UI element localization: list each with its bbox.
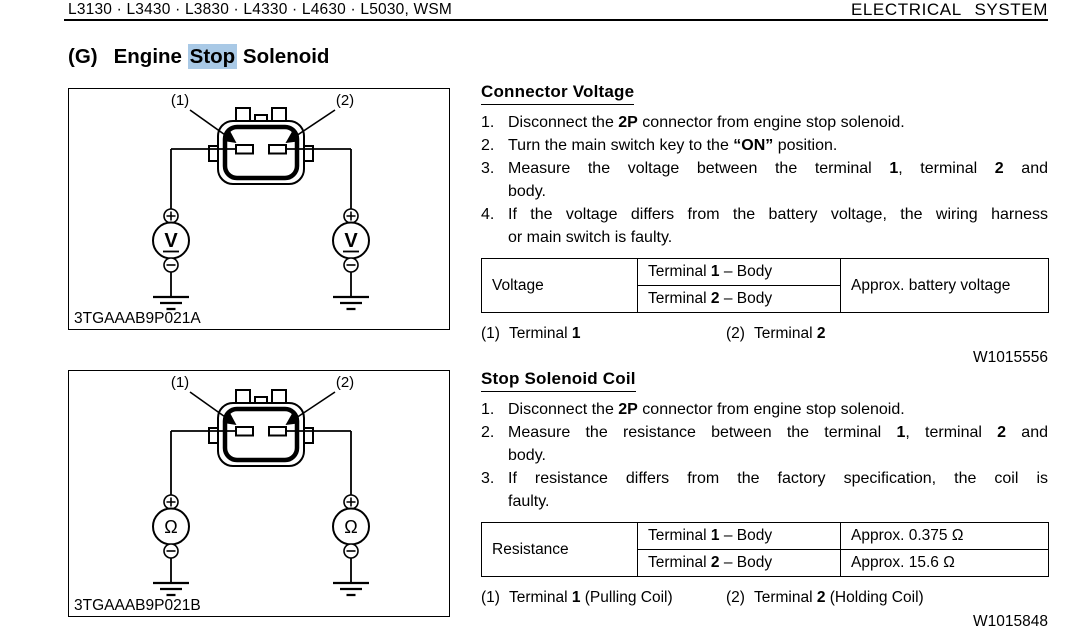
table-condition-2: Terminal 2 – Body bbox=[637, 549, 841, 577]
section-heading: Stop Solenoid Coil bbox=[481, 369, 636, 392]
step-item: 2. Turn the main switch key to the “ON” … bbox=[481, 134, 1048, 157]
figure-legend: (1) Terminal 1 (2) Terminal 2 bbox=[481, 325, 1048, 343]
step-text: If the voltage differs from the battery … bbox=[508, 206, 1048, 223]
step-text: body. bbox=[508, 447, 546, 464]
table-condition-2: Terminal 2 – Body bbox=[637, 285, 841, 313]
connector-drawing bbox=[208, 389, 314, 467]
voltmeter-right: V bbox=[332, 208, 370, 273]
solenoid-coil-diagram: Ω Ω (1) (2) 3TGAAAB9P021B bbox=[74, 374, 370, 614]
step-text: If resistance differs from the factory s… bbox=[508, 470, 1048, 487]
step-item: 4. If the voltage differs from the batte… bbox=[481, 203, 1048, 249]
step-text: faulty. bbox=[508, 493, 550, 510]
step-number: 3. bbox=[481, 470, 495, 487]
step-text: Measure the resistance between the termi… bbox=[508, 424, 1048, 441]
meter-symbol: Ω bbox=[344, 517, 357, 537]
voltmeter-left: V bbox=[152, 208, 190, 273]
header-section-title: ELECTRICAL SYSTEM bbox=[850, 0, 1048, 19]
legend-number: (2) bbox=[726, 589, 745, 606]
legend-item: (2) Terminal 2 (Holding Coil) bbox=[726, 589, 924, 607]
step-item: 2. Measure the resistance between the te… bbox=[481, 421, 1048, 467]
legend-text: Terminal 2 (Holding Coil) bbox=[753, 589, 924, 606]
figure-connector-voltage: V V (1) (2) bbox=[68, 88, 450, 330]
figure-stop-solenoid-coil: Ω Ω (1) (2) 3TGAAAB9P021B bbox=[68, 370, 450, 617]
legend-number: (1) bbox=[481, 325, 500, 342]
legend-number: (2) bbox=[726, 325, 745, 342]
table-value: Approx. battery voltage bbox=[840, 258, 1049, 313]
section-connector-voltage: Connector Voltage 1. Disconnect the 2P c… bbox=[481, 82, 1049, 367]
table-condition-1: Terminal 1 – Body bbox=[637, 258, 841, 286]
page-title: (G) Engine Stop Solenoid bbox=[68, 44, 330, 69]
legend-number: (1) bbox=[481, 589, 500, 606]
legend-item: (1) Terminal 1 (Pulling Coil) bbox=[481, 589, 726, 607]
resistance-spec-table: Resistance Terminal 1 – Body Approx. 0.3… bbox=[481, 522, 1049, 577]
step-text: or main switch is faulty. bbox=[508, 229, 673, 246]
table-value-1: Approx. 0.375 Ω bbox=[840, 522, 1049, 550]
terminal-pin-2 bbox=[268, 144, 287, 155]
connector-drawing bbox=[208, 107, 314, 185]
callout-leader-lines bbox=[189, 109, 336, 144]
step-text: Disconnect the 2P connector from engine … bbox=[508, 114, 905, 131]
step-number: 3. bbox=[481, 160, 495, 177]
reference-code: W1015848 bbox=[973, 613, 1048, 630]
callout-label-2: (2) bbox=[336, 92, 354, 109]
callout-label-1: (1) bbox=[171, 92, 189, 109]
title-text-pre: Engine bbox=[113, 45, 188, 68]
title-index: (G) bbox=[68, 45, 98, 68]
ground-symbols bbox=[153, 581, 369, 597]
header-rule bbox=[64, 19, 1048, 21]
callout-label-2: (2) bbox=[336, 374, 354, 391]
callout-label-1: (1) bbox=[171, 374, 189, 391]
table-row-label: Resistance bbox=[481, 522, 638, 577]
legend-text: Terminal 1 bbox=[508, 325, 581, 342]
table-row-label: Voltage bbox=[481, 258, 638, 313]
header-model-list: L3130 · L3430 · L3830 · L4330 · L4630 · … bbox=[68, 1, 452, 18]
section-stop-solenoid-coil: Stop Solenoid Coil 1. Disconnect the 2P … bbox=[481, 369, 1049, 630]
step-item: 1. Disconnect the 2P connector from engi… bbox=[481, 111, 1048, 134]
meter-symbol: V bbox=[164, 230, 178, 252]
step-number: 2. bbox=[481, 137, 495, 154]
terminal-pin-2 bbox=[268, 426, 287, 437]
step-text: Measure the voltage between the terminal… bbox=[508, 160, 1048, 177]
step-item: 3. Measure the voltage between the termi… bbox=[481, 157, 1048, 203]
test-circuit-wires bbox=[170, 430, 352, 583]
step-item: 1. Disconnect the 2P connector from engi… bbox=[481, 398, 1048, 421]
ohmmeter-left: Ω bbox=[152, 494, 190, 559]
legend-item: (2) Terminal 2 bbox=[726, 325, 825, 343]
step-text: Disconnect the 2P connector from engine … bbox=[508, 401, 905, 418]
table-condition-1: Terminal 1 – Body bbox=[637, 522, 841, 550]
legend-text: Terminal 2 bbox=[753, 325, 826, 342]
step-item: 3. If resistance differs from the factor… bbox=[481, 467, 1048, 513]
ohmmeter-right: Ω bbox=[332, 494, 370, 559]
search-highlight: Stop bbox=[187, 44, 238, 69]
section-heading: Connector Voltage bbox=[481, 82, 635, 105]
voltage-spec-table: Voltage Terminal 1 – Body Approx. batter… bbox=[481, 258, 1049, 313]
procedure-steps: 1. Disconnect the 2P connector from engi… bbox=[481, 111, 1048, 249]
terminal-pin-1 bbox=[235, 144, 254, 155]
ground-symbols bbox=[153, 295, 369, 311]
figure-caption: 3TGAAAB9P021A bbox=[74, 310, 201, 327]
procedure-column: Connector Voltage 1. Disconnect the 2P c… bbox=[481, 82, 1049, 630]
terminal-pin-1 bbox=[235, 426, 254, 437]
connector-voltage-diagram: V V (1) (2) bbox=[74, 92, 370, 327]
procedure-steps: 1. Disconnect the 2P connector from engi… bbox=[481, 398, 1048, 513]
figure-caption: 3TGAAAB9P021B bbox=[74, 597, 201, 614]
step-number: 2. bbox=[481, 424, 495, 441]
step-number: 4. bbox=[481, 206, 495, 223]
legend-item: (1) Terminal 1 bbox=[481, 325, 726, 343]
legend-text: Terminal 1 (Pulling Coil) bbox=[508, 589, 673, 606]
callout-leader-lines bbox=[189, 391, 336, 426]
reference-code: W1015556 bbox=[973, 349, 1048, 366]
title-text-post: Solenoid bbox=[237, 45, 330, 68]
test-circuit-wires bbox=[170, 148, 352, 297]
figure-legend: (1) Terminal 1 (Pulling Coil) (2) Termin… bbox=[481, 589, 1048, 607]
step-text: Turn the main switch key to the “ON” pos… bbox=[508, 137, 838, 154]
step-number: 1. bbox=[481, 401, 495, 418]
step-number: 1. bbox=[481, 114, 495, 131]
table-value-2: Approx. 15.6 Ω bbox=[840, 549, 1049, 577]
step-text: body. bbox=[508, 183, 546, 200]
meter-symbol: Ω bbox=[164, 517, 177, 537]
meter-symbol: V bbox=[344, 230, 358, 252]
